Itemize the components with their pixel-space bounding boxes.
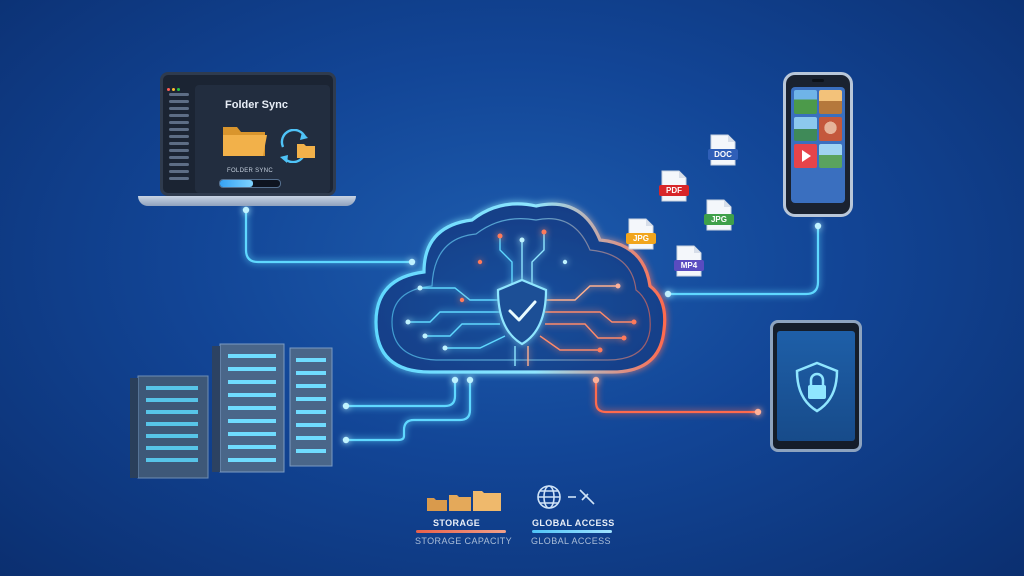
access-title: GLOBAL ACCESS	[532, 518, 615, 528]
sync-progress-fill	[220, 180, 253, 187]
laptop-link	[244, 206, 414, 264]
access-caption: GLOBAL ACCESS	[531, 536, 611, 546]
file-doc-icon[interactable]: DOC	[708, 134, 738, 166]
file-type-label: DOC	[708, 149, 738, 160]
file-type-label: JPG	[626, 233, 656, 244]
globe-icon	[537, 485, 561, 509]
storage-bar	[416, 530, 506, 533]
photo-thumbnail[interactable]	[819, 117, 842, 141]
lock-shield-icon	[795, 361, 839, 413]
smartphone	[783, 72, 853, 217]
file-jpg-icon[interactable]: JPG	[626, 218, 656, 250]
photo-thumbnail[interactable]	[794, 117, 817, 141]
photo-thumbnail[interactable]	[819, 144, 842, 168]
laptop-screen: Folder Sync FOLDER SYNC	[160, 72, 336, 196]
shield-check-icon	[496, 278, 548, 346]
file-sidebar	[166, 89, 192, 189]
photo-thumbnail[interactable]	[819, 90, 842, 114]
network-link-icon	[568, 489, 595, 505]
sync-arrows-icon[interactable]	[275, 129, 319, 163]
folder-sync-label: FOLDER SYNC	[227, 168, 273, 174]
phone-link	[666, 226, 820, 296]
file-type-label: PDF	[659, 185, 689, 196]
storage-title: STORAGE	[433, 518, 481, 528]
storage-folders-icon	[427, 491, 501, 511]
file-pdf-icon[interactable]: PDF	[659, 170, 689, 202]
access-bar	[532, 530, 612, 533]
tablet	[770, 320, 862, 452]
page-title: Folder Sync	[225, 99, 288, 111]
window-controls[interactable]	[167, 78, 187, 91]
line-endpoints	[242, 206, 822, 444]
laptop-base	[138, 196, 356, 206]
server-link-2	[344, 378, 472, 442]
file-jpg-icon[interactable]: JPG	[704, 199, 734, 231]
circuit-nodes	[405, 229, 637, 353]
sync-panel: Folder Sync FOLDER SYNC	[195, 85, 330, 193]
connection-lines	[244, 206, 820, 442]
folder-icon	[223, 127, 267, 156]
sync-progress-bar	[219, 179, 281, 188]
server-link-1	[344, 378, 457, 408]
tablet-screen	[777, 331, 855, 441]
server-rack	[289, 347, 333, 467]
file-type-label: JPG	[704, 214, 734, 225]
storage-caption: STORAGE CAPACITY	[415, 536, 513, 546]
server-rack	[130, 375, 209, 479]
phone-notch	[812, 79, 824, 82]
global-access-icons	[537, 485, 595, 509]
gallery-screen	[791, 87, 845, 203]
photo-thumbnail[interactable]	[794, 90, 817, 114]
video-thumbnail[interactable]	[794, 144, 817, 168]
file-mp4-icon[interactable]: MP4	[674, 245, 704, 277]
file-type-label: MP4	[674, 260, 704, 271]
server-rack	[212, 343, 285, 473]
server-racks	[130, 343, 333, 479]
tablet-link	[594, 378, 760, 414]
play-icon	[802, 150, 811, 162]
